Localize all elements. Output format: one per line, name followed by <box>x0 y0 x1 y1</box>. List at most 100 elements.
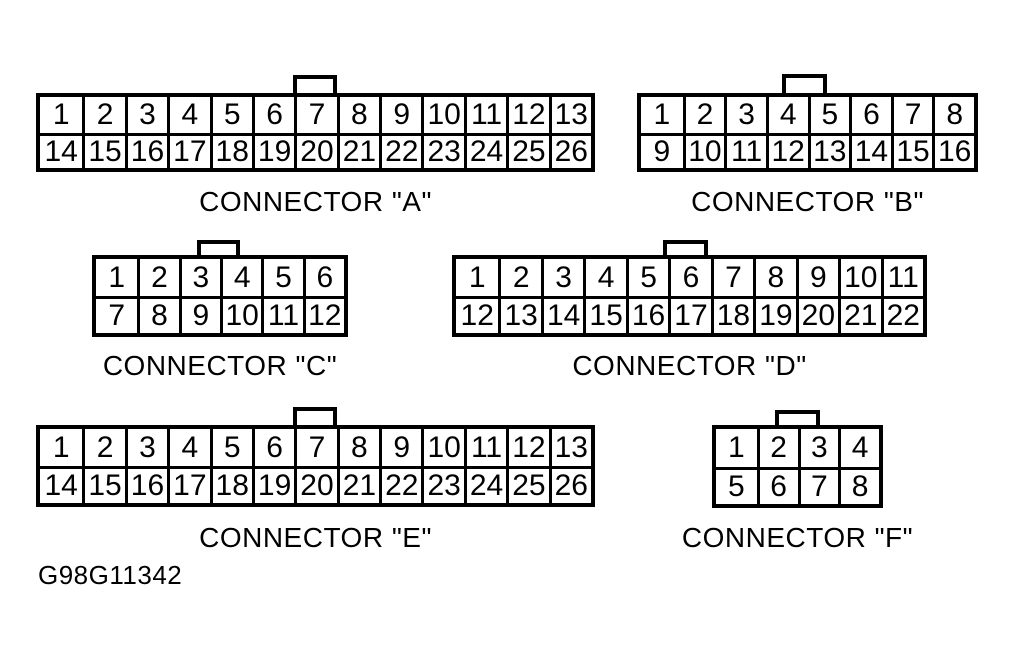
conn-b-pin-7: 7 <box>890 97 933 133</box>
conn-a-pin-8: 8 <box>336 97 379 133</box>
conn-a-pin-23: 23 <box>421 132 464 168</box>
conn-e-pin-26: 26 <box>548 466 591 503</box>
conn-d-pin-21: 21 <box>838 296 881 333</box>
conn-b-pin-11: 11 <box>724 132 766 168</box>
conn-d-pin-16: 16 <box>625 296 669 333</box>
conn-c-pin-11: 11 <box>261 296 303 333</box>
figure-code: G98G11342 <box>38 560 183 590</box>
connector-d-label: CONNECTOR "D" <box>572 350 807 381</box>
conn-a-pin-25: 25 <box>506 132 549 168</box>
conn-e-pin-21: 21 <box>336 466 380 503</box>
conn-a-pin-3: 3 <box>124 97 167 133</box>
conn-e-pin-17: 17 <box>167 466 210 503</box>
conn-a-pin-2: 2 <box>82 97 124 133</box>
connector-e-label: CONNECTOR "E" <box>199 522 432 553</box>
conn-f-pin-2: 2 <box>756 429 798 467</box>
conn-a-pin-10: 10 <box>421 97 463 133</box>
connector-f-key-tab <box>775 410 820 429</box>
conn-d-pin-20: 20 <box>795 296 839 333</box>
connector-c-key-tab <box>197 240 240 259</box>
conn-c-pin-4: 4 <box>219 259 261 296</box>
conn-e-pin-24: 24 <box>463 466 507 503</box>
conn-a-pin-14: 14 <box>40 132 83 169</box>
conn-e-pin-7: 7 <box>294 429 336 466</box>
connector-c-label: CONNECTOR "C" <box>102 350 338 381</box>
conn-c-pin-1: 1 <box>108 260 125 294</box>
conn-b-pin-8: 8 <box>932 97 974 133</box>
conn-a-pin-17: 17 <box>167 132 210 168</box>
conn-e-pin-18: 18 <box>209 466 252 503</box>
conn-a-pin-5: 5 <box>209 97 252 133</box>
conn-d-pin-15: 15 <box>583 296 626 333</box>
conn-c-pin-10: 10 <box>219 296 262 333</box>
conn-a-pin-24: 24 <box>463 132 507 168</box>
conn-b-pin-4: 4 <box>765 97 808 133</box>
conn-a-pin-22: 22 <box>379 132 422 168</box>
conn-b-pin-5: 5 <box>807 97 850 133</box>
connector-e-key-tab <box>293 407 337 429</box>
conn-c-pin-6: 6 <box>302 259 344 296</box>
conn-e-pin-11: 11 <box>463 429 506 466</box>
conn-b-pin-13: 13 <box>807 132 850 168</box>
conn-d-pin-13: 13 <box>498 296 541 333</box>
conn-d-pin-5: 5 <box>625 259 668 296</box>
conn-c-pin-8: 8 <box>137 296 179 333</box>
conn-e-pin-25: 25 <box>506 466 549 503</box>
conn-a-pin-26: 26 <box>548 132 591 168</box>
conn-a-pin-16: 16 <box>124 132 168 168</box>
conn-e-pin-20: 20 <box>294 466 337 503</box>
conn-e-pin-5: 5 <box>209 429 252 466</box>
conn-d-pin-19: 19 <box>753 296 796 333</box>
conn-e-pin-4: 4 <box>167 429 209 466</box>
conn-c-pin-9: 9 <box>178 296 220 333</box>
connector-b-label: CONNECTOR "B" <box>691 186 924 217</box>
conn-f-pin-4: 4 <box>838 429 879 467</box>
conn-d-pin-22: 22 <box>880 296 923 333</box>
conn-d-pin-2: 2 <box>498 259 540 296</box>
conn-d-pin-7: 7 <box>710 259 753 296</box>
conn-f-pin-3: 3 <box>797 429 839 467</box>
conn-c-pin-3: 3 <box>178 259 220 296</box>
conn-e-pin-8: 8 <box>336 429 379 466</box>
conn-e-pin-19: 19 <box>251 466 295 503</box>
connector-b-key-tab <box>782 74 827 97</box>
conn-e-pin-9: 9 <box>379 429 421 466</box>
conn-a-pin-7: 7 <box>294 97 336 133</box>
conn-d-pin-1: 1 <box>468 260 486 294</box>
conn-f-pin-8: 8 <box>838 466 879 504</box>
conn-d-pin-18: 18 <box>710 296 754 333</box>
connector-f-label: CONNECTOR "F" <box>681 522 914 553</box>
conn-a-pin-21: 21 <box>336 132 380 168</box>
conn-a-pin-1: 1 <box>52 97 70 131</box>
conn-e-pin-2: 2 <box>82 429 124 466</box>
conn-c-pin-7: 7 <box>96 296 138 333</box>
conn-a-pin-20: 20 <box>294 132 337 168</box>
conn-b-pin-15: 15 <box>890 132 933 168</box>
conn-b-pin-16: 16 <box>932 132 974 168</box>
conn-a-pin-11: 11 <box>463 97 506 133</box>
conn-d-pin-6: 6 <box>668 259 710 296</box>
conn-e-pin-14: 14 <box>40 466 83 503</box>
conn-a-pin-18: 18 <box>209 132 252 168</box>
conn-e-pin-12: 12 <box>506 429 548 466</box>
conn-c-pin-2: 2 <box>137 259 178 296</box>
conn-b-pin-10: 10 <box>682 132 725 168</box>
conn-d-pin-10: 10 <box>838 259 880 296</box>
conn-a-pin-15: 15 <box>82 132 125 168</box>
conn-b-pin-2: 2 <box>682 97 725 133</box>
conn-c-pin-5: 5 <box>261 259 302 296</box>
conn-a-pin-4: 4 <box>167 97 209 133</box>
conn-a-pin-9: 9 <box>379 97 421 133</box>
conn-e-pin-16: 16 <box>124 466 168 503</box>
